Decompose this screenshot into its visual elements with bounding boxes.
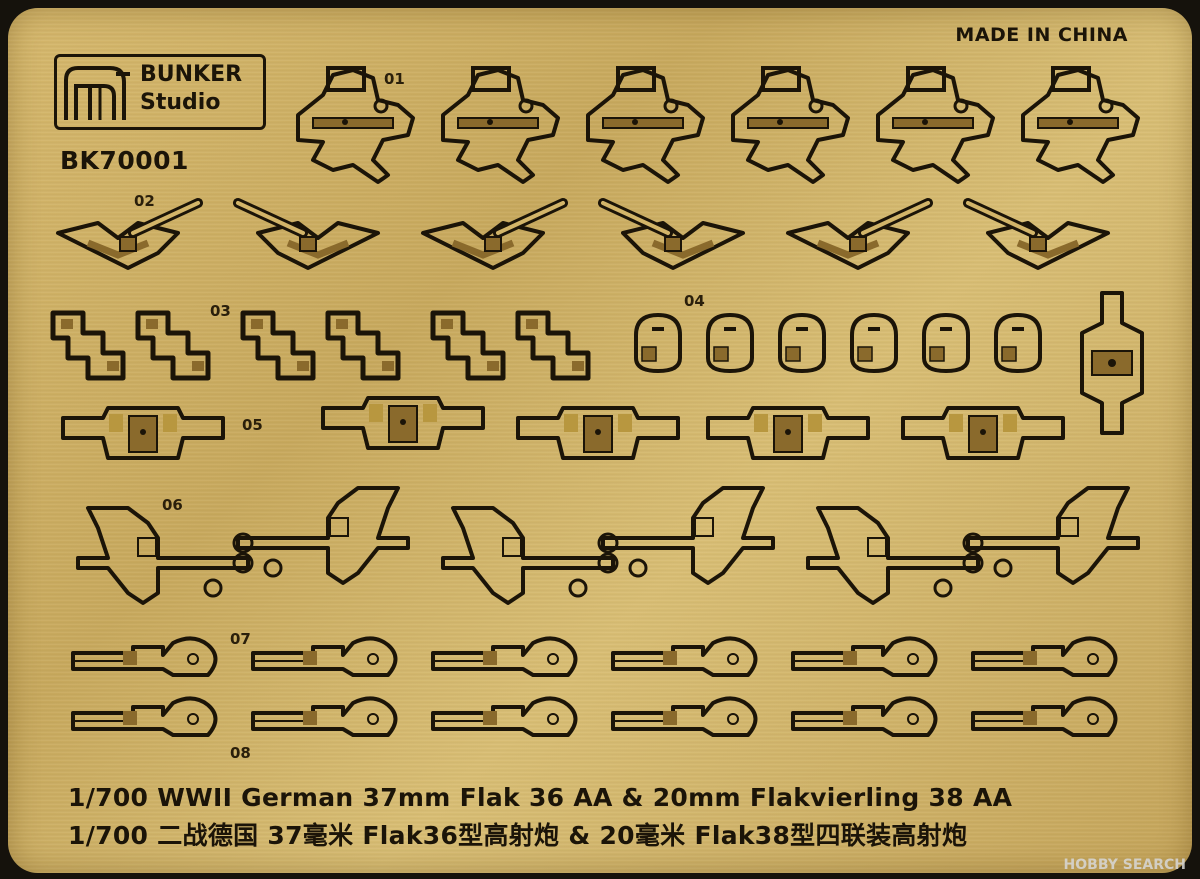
part-06 <box>441 506 619 605</box>
bunker-studio-logo: BUNKER Studio <box>54 54 266 130</box>
part-number-01: 01 <box>384 70 405 88</box>
part-06 <box>806 506 984 605</box>
part-08 <box>971 696 1118 737</box>
part-08 <box>71 696 218 737</box>
part-02 <box>968 203 1108 268</box>
part-08 <box>251 696 398 737</box>
part-05 <box>516 406 680 460</box>
part-side <box>1080 291 1144 435</box>
part-number-04: 04 <box>684 292 705 310</box>
part-04 <box>778 313 826 373</box>
part-05 <box>321 396 485 450</box>
part-01 <box>731 66 850 184</box>
part-08 <box>431 696 578 737</box>
part-07 <box>71 636 218 677</box>
part-04 <box>922 313 970 373</box>
part-08 <box>791 696 938 737</box>
part-02 <box>423 203 563 268</box>
part-number-05: 05 <box>242 416 263 434</box>
part-03 <box>518 313 588 378</box>
part-02 <box>788 203 928 268</box>
part-07 <box>611 636 758 677</box>
origin-label: MADE IN CHINA <box>955 24 1128 46</box>
caption-english: 1/700 WWII German 37mm Flak 36 AA & 20mm… <box>68 783 1013 812</box>
caption-chinese: 1/700 二战德国 37毫米 Flak36型高射炮 & 20毫米 Flak38… <box>68 821 968 850</box>
part-02 <box>603 203 743 268</box>
part-03 <box>328 313 398 378</box>
part-07 <box>791 636 938 677</box>
part-03 <box>243 313 313 378</box>
part-number-06: 06 <box>162 496 183 514</box>
part-number-08: 08 <box>230 744 251 762</box>
part-01 <box>586 66 705 184</box>
part-06 <box>232 486 410 585</box>
part-06 <box>597 486 775 585</box>
photo-etch-fret: BUNKER Studio MADE IN CHINA BK70001 01 0… <box>8 8 1192 873</box>
part-01 <box>876 66 995 184</box>
part-06 <box>962 486 1140 585</box>
product-code: BK70001 <box>60 146 189 175</box>
part-03 <box>138 313 208 378</box>
part-07 <box>431 636 578 677</box>
part-07 <box>971 636 1118 677</box>
part-05 <box>901 406 1065 460</box>
part-08 <box>611 696 758 737</box>
part-05 <box>706 406 870 460</box>
watermark: HOBBY SEARCH <box>1063 857 1186 873</box>
part-05 <box>61 406 225 460</box>
logo-frame <box>54 54 266 130</box>
part-03 <box>53 313 123 378</box>
brand-name: BUNKER <box>140 62 243 87</box>
part-number-03: 03 <box>210 302 231 320</box>
part-number-07: 07 <box>230 630 251 648</box>
bunker-icon <box>64 66 130 120</box>
part-07 <box>251 636 398 677</box>
part-02 <box>238 203 378 268</box>
part-03 <box>433 313 503 378</box>
brand-sub: Studio <box>140 90 221 115</box>
part-04 <box>850 313 898 373</box>
part-04 <box>706 313 754 373</box>
part-04 <box>994 313 1042 373</box>
etched-parts-layer <box>8 66 1144 737</box>
part-04 <box>634 313 682 373</box>
part-06 <box>76 506 254 605</box>
part-number-02: 02 <box>134 192 155 210</box>
part-01 <box>441 66 560 184</box>
part-02 <box>58 203 198 268</box>
part-01 <box>1021 66 1140 184</box>
